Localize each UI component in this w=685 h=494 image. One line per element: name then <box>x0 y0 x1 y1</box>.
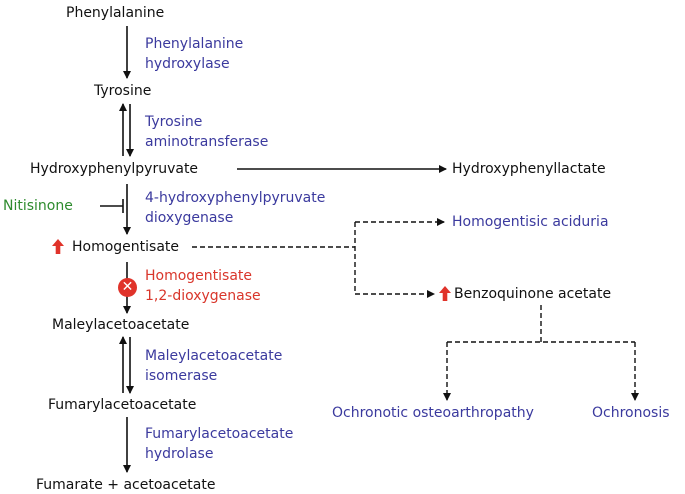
metabolite-maleylacetoacetate: Maleylacetoacetate <box>52 317 190 333</box>
enzyme-homogentisate-dioxygenase: Homogentisate 1,2-dioxygenase <box>145 268 261 304</box>
enzyme-fumarylacetoacetate-hydrolase: Fumarylacetoacetate hydrolase <box>145 426 294 462</box>
condition-ochronotic-osteoarthropathy: Ochronotic osteoarthropathy <box>332 405 534 421</box>
metabolite-hydroxyphenylpyruvate: Hydroxyphenylpyruvate <box>30 161 199 177</box>
increase-arrow-icon <box>439 286 451 301</box>
metabolite-phenylalanine: Phenylalanine <box>66 5 165 21</box>
metabolite-homogentisate: Homogentisate <box>72 239 180 255</box>
increase-arrow-icon <box>52 239 64 254</box>
inhibitor-nitisinone: Nitisinone <box>3 198 73 214</box>
enzyme-phenylalanine-hydroxylase: Phenylalanine hydroxylase <box>145 36 244 72</box>
metabolite-fumarylacetoacetate: Fumarylacetoacetate <box>48 397 197 413</box>
condition-homogentisic-aciduria: Homogentisic aciduria <box>452 214 609 230</box>
deficiency-x-icon: ✕ <box>118 278 137 297</box>
enzyme-hpd: 4-hydroxyphenylpyruvate dioxygenase <box>145 190 326 226</box>
condition-ochronosis: Ochronosis <box>592 405 670 421</box>
enzyme-tyrosine-aminotransferase: Tyrosine aminotransferase <box>145 114 269 150</box>
metabolite-hydroxyphenyllactate: Hydroxyphenyllactate <box>452 161 606 177</box>
enzyme-maleylacetoacetate-isomerase: Maleylacetoacetate isomerase <box>145 348 283 384</box>
metabolite-fumarate-acetoacetate: Fumarate + acetoacetate <box>36 477 216 493</box>
metabolite-benzoquinone-acetate: Benzoquinone acetate <box>454 286 612 302</box>
metabolite-tyrosine: Tyrosine <box>94 83 152 99</box>
